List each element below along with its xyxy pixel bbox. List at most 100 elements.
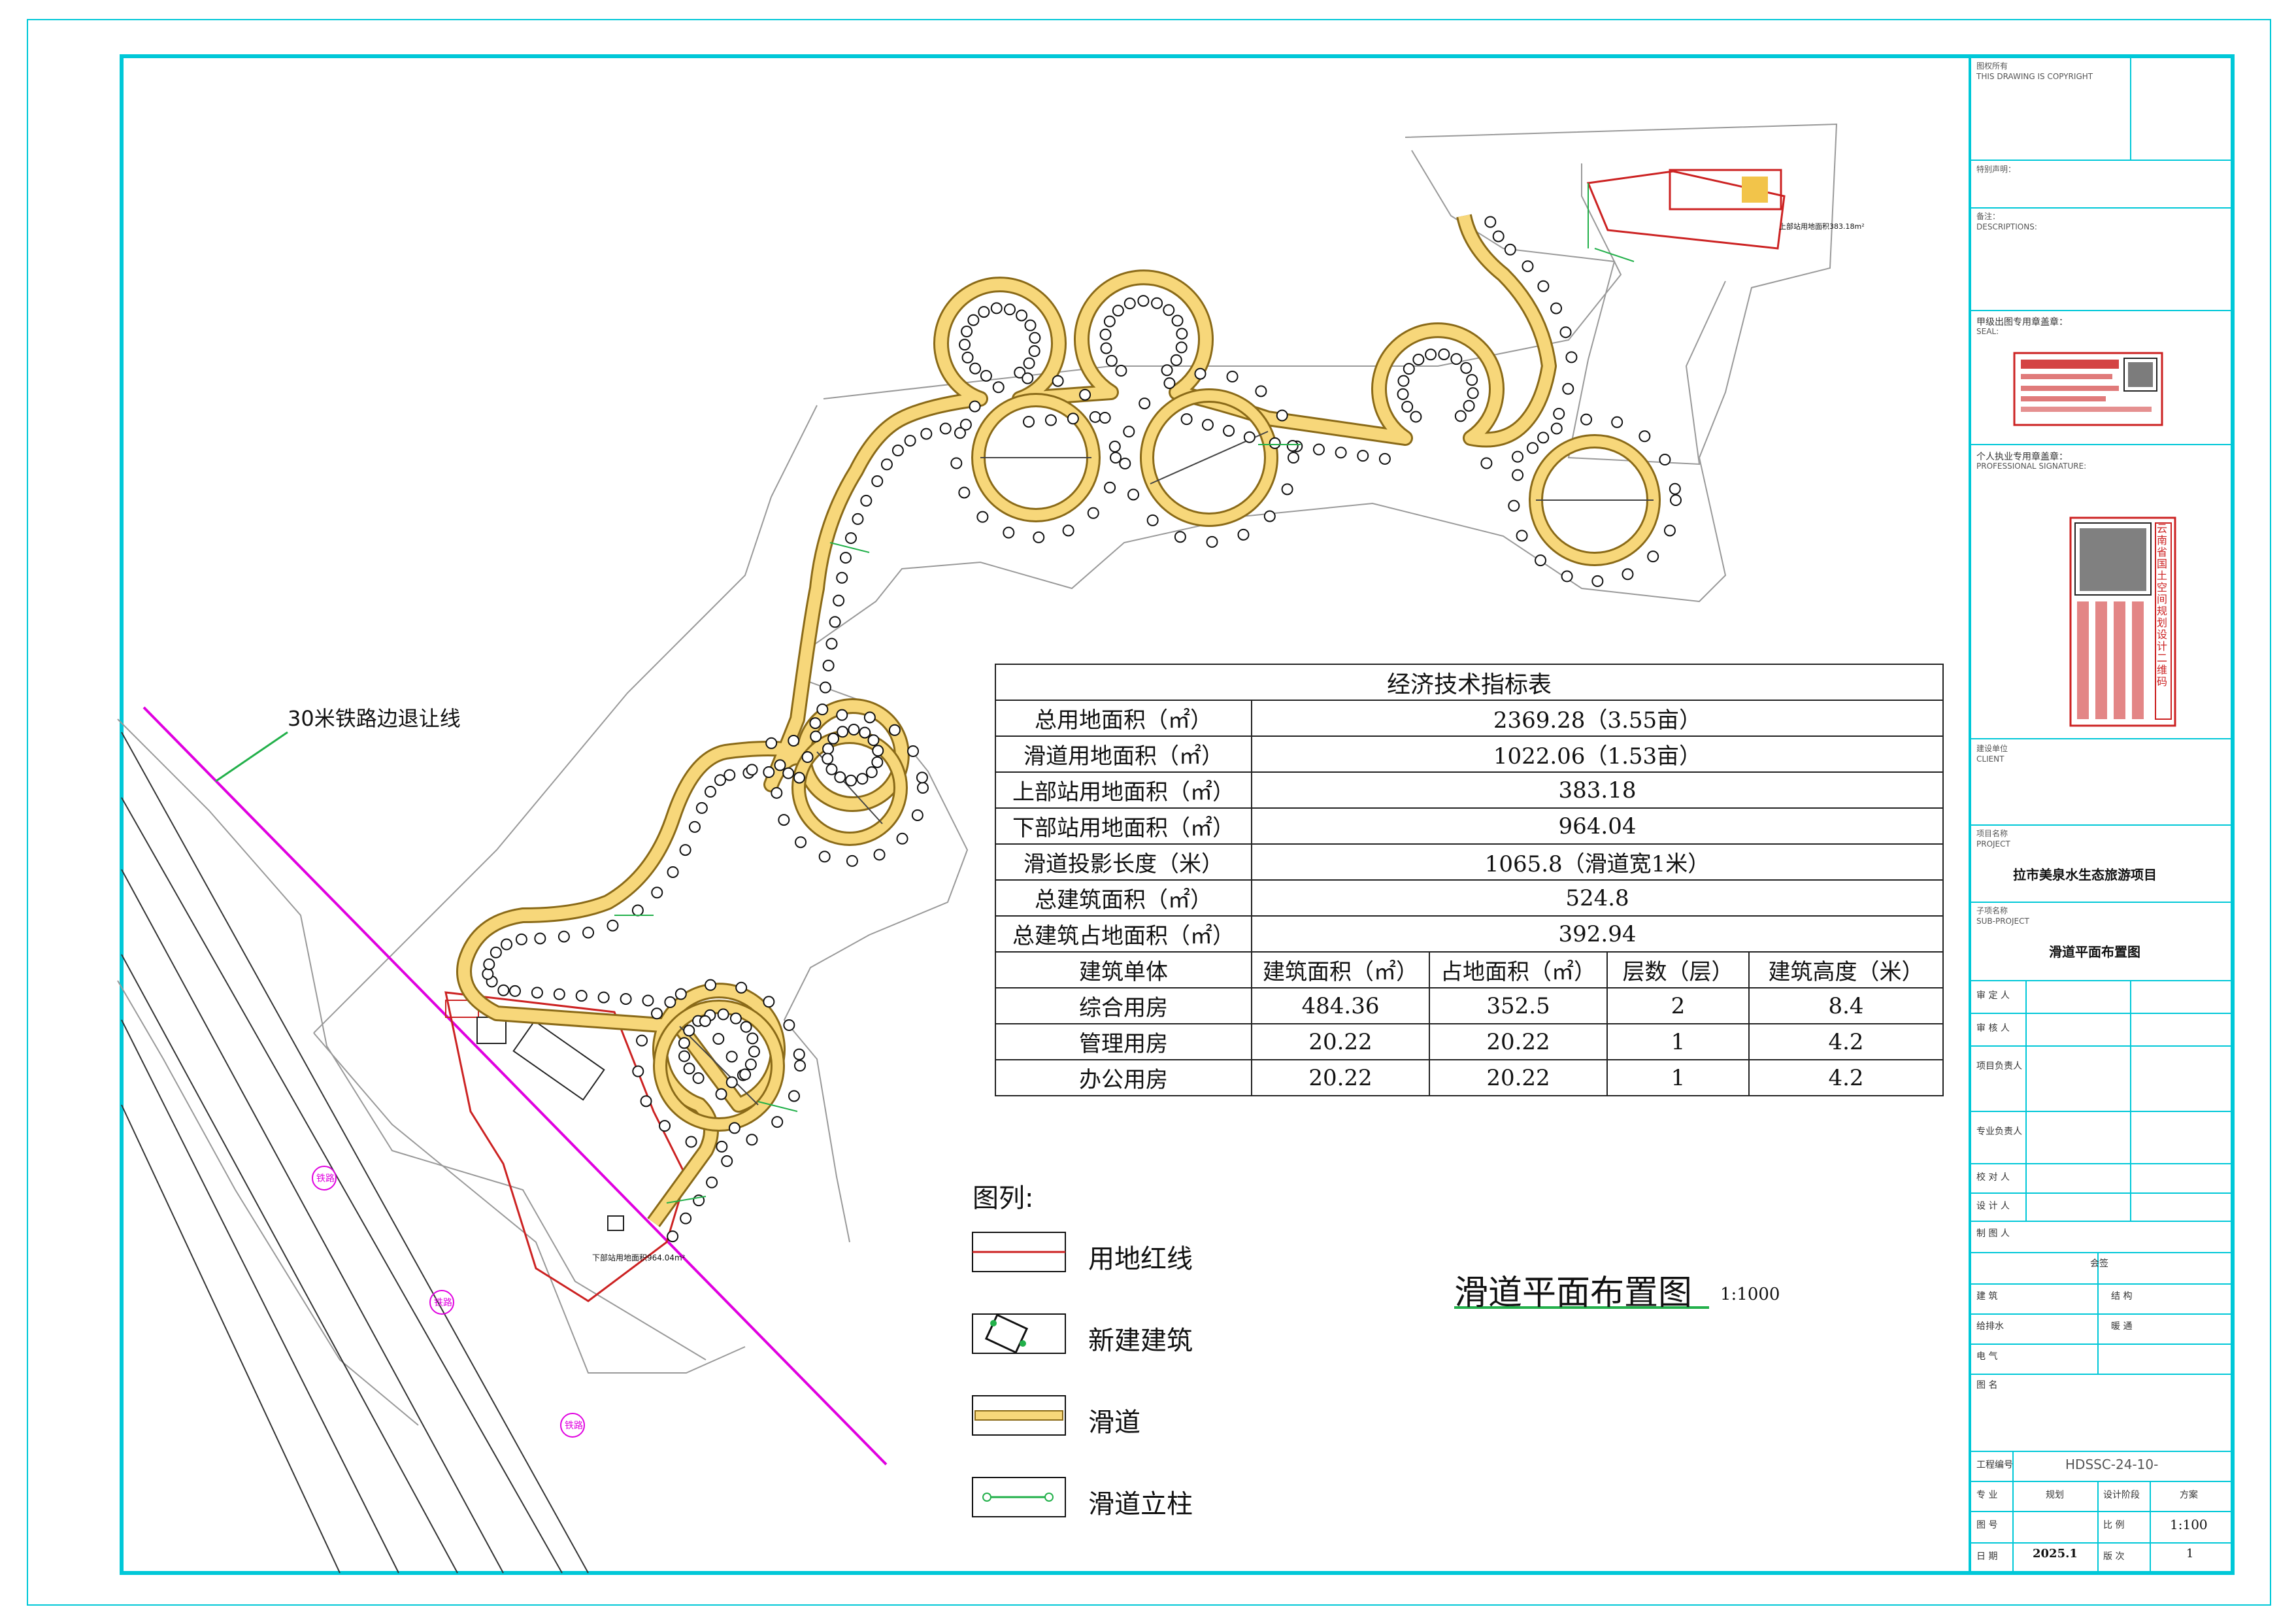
pillar-marker xyxy=(748,1045,760,1058)
pillar-marker xyxy=(735,981,748,994)
pillar-marker xyxy=(809,717,822,730)
pillar-marker xyxy=(1108,441,1121,453)
pillar-marker xyxy=(1512,450,1524,463)
pillar-marker xyxy=(959,418,972,431)
railway-setback-label: 30米铁路边退让线 xyxy=(288,706,461,731)
scale-label: 比 例 xyxy=(2103,1520,2125,1530)
cosign-electrical: 电 气 xyxy=(1976,1351,1998,1362)
pillar-marker xyxy=(867,734,880,747)
pillar-marker xyxy=(1087,507,1099,519)
pillar-marker xyxy=(679,844,691,856)
pillar-marker xyxy=(778,814,790,826)
pillar-marker xyxy=(845,774,857,786)
pillar-marker xyxy=(888,724,901,736)
pillar-marker xyxy=(1146,514,1159,526)
client-en: CLIENT xyxy=(1976,754,2005,764)
svg-text:铁路: 铁路 xyxy=(434,1298,452,1308)
pillar-marker xyxy=(967,314,980,326)
pillar-marker xyxy=(856,773,869,785)
pillar-marker xyxy=(1105,354,1118,367)
pillar-marker xyxy=(1611,416,1623,428)
title-block-grid xyxy=(1970,56,2233,1573)
lower-station-boundary xyxy=(444,991,688,1302)
personal-seal xyxy=(2069,516,2176,727)
table-title: 经济技术指标表 xyxy=(995,664,1944,701)
pillar-marker xyxy=(632,1065,644,1077)
upper-building-core xyxy=(1742,177,1768,203)
pillar-marker xyxy=(721,1155,733,1168)
pillar-marker xyxy=(1484,216,1497,228)
pillar-marker xyxy=(1033,531,1045,543)
pillar-marker xyxy=(497,984,510,996)
pillar-marker xyxy=(1460,362,1472,374)
pillar-marker xyxy=(1016,309,1028,322)
pillar-marker xyxy=(1028,345,1040,358)
pillar-marker xyxy=(810,730,822,743)
pillar-marker xyxy=(704,786,716,798)
pillar-marker xyxy=(763,766,775,779)
pillar-marker xyxy=(1357,450,1369,462)
pillar-marker xyxy=(992,381,1005,394)
pillar-marker xyxy=(1123,297,1136,310)
pillar-marker xyxy=(1622,568,1634,581)
pillar-marker xyxy=(1480,457,1493,469)
pillar-marker xyxy=(1580,413,1593,426)
pillar-marker xyxy=(1281,483,1293,496)
pillar-marker xyxy=(501,938,513,951)
pillar-marker xyxy=(788,735,800,747)
pillar-marker xyxy=(1099,328,1112,341)
pillar-marker xyxy=(744,1058,757,1071)
pillar-marker xyxy=(1537,280,1550,292)
pillar-marker xyxy=(852,513,864,525)
pillar-marker xyxy=(1044,414,1057,426)
pillar-marker xyxy=(816,703,829,716)
pillar-marker xyxy=(1561,570,1573,583)
pillar-marker xyxy=(1397,388,1409,400)
role-approver: 审 定 人 xyxy=(1976,990,2010,1001)
table-row: 总建筑占地面积（㎡）392.94 xyxy=(995,915,1944,953)
pillar-marker xyxy=(482,968,494,980)
pillar-marker xyxy=(859,726,871,739)
role-designer: 设 计 人 xyxy=(1976,1201,2010,1211)
pillar-marker xyxy=(771,786,783,799)
railway-label-leader xyxy=(215,731,288,783)
pillar-marker xyxy=(1163,377,1176,390)
pillar-marker xyxy=(651,1007,663,1020)
pillar-marker xyxy=(1639,430,1651,443)
pillar-marker xyxy=(1312,443,1325,456)
pillar-marker xyxy=(1163,304,1175,316)
pillar-marker xyxy=(829,616,841,628)
pillar-marker xyxy=(871,756,884,768)
pillar-marker xyxy=(746,1032,759,1045)
subproject-cn: 子项名称 xyxy=(1976,906,2008,915)
pillar-marker xyxy=(712,1033,725,1045)
pillar-marker xyxy=(980,369,992,382)
pillar-marker xyxy=(822,743,835,755)
pillar-marker xyxy=(969,400,981,413)
drawing-name-label: 图 名 xyxy=(1976,1380,1998,1391)
pillar-marker xyxy=(1553,407,1565,420)
table-row: 下部站用地面积（㎡）964.04 xyxy=(995,807,1944,845)
cosign-structure: 结 构 xyxy=(2111,1291,2133,1302)
pillar-marker xyxy=(1669,482,1681,495)
pillar-marker xyxy=(1276,409,1288,422)
pillar-marker xyxy=(1410,411,1422,423)
pillar-marker xyxy=(1537,431,1550,444)
subproject-name: 滑道平面布置图 xyxy=(2049,944,2140,960)
pillar-marker xyxy=(1237,528,1250,541)
pillar-marker xyxy=(1103,315,1116,328)
pillar-marker xyxy=(1412,354,1425,366)
pillar-marker xyxy=(1255,385,1267,397)
role-project-manager: 项目负责人 xyxy=(1976,1061,2022,1072)
notes-label: 特别声明： xyxy=(1976,165,2016,174)
pillar-marker xyxy=(1535,554,1547,567)
pillar-marker xyxy=(763,996,775,1008)
pillar-marker xyxy=(1174,531,1186,543)
pillar-marker xyxy=(685,1136,697,1148)
project-cn: 项目名称 xyxy=(1976,829,2008,838)
pillar-marker xyxy=(1269,437,1281,449)
pillar-marker xyxy=(959,339,971,351)
pillar-marker xyxy=(1176,328,1188,340)
cosign-plumbing: 给排水 xyxy=(1976,1321,2004,1332)
